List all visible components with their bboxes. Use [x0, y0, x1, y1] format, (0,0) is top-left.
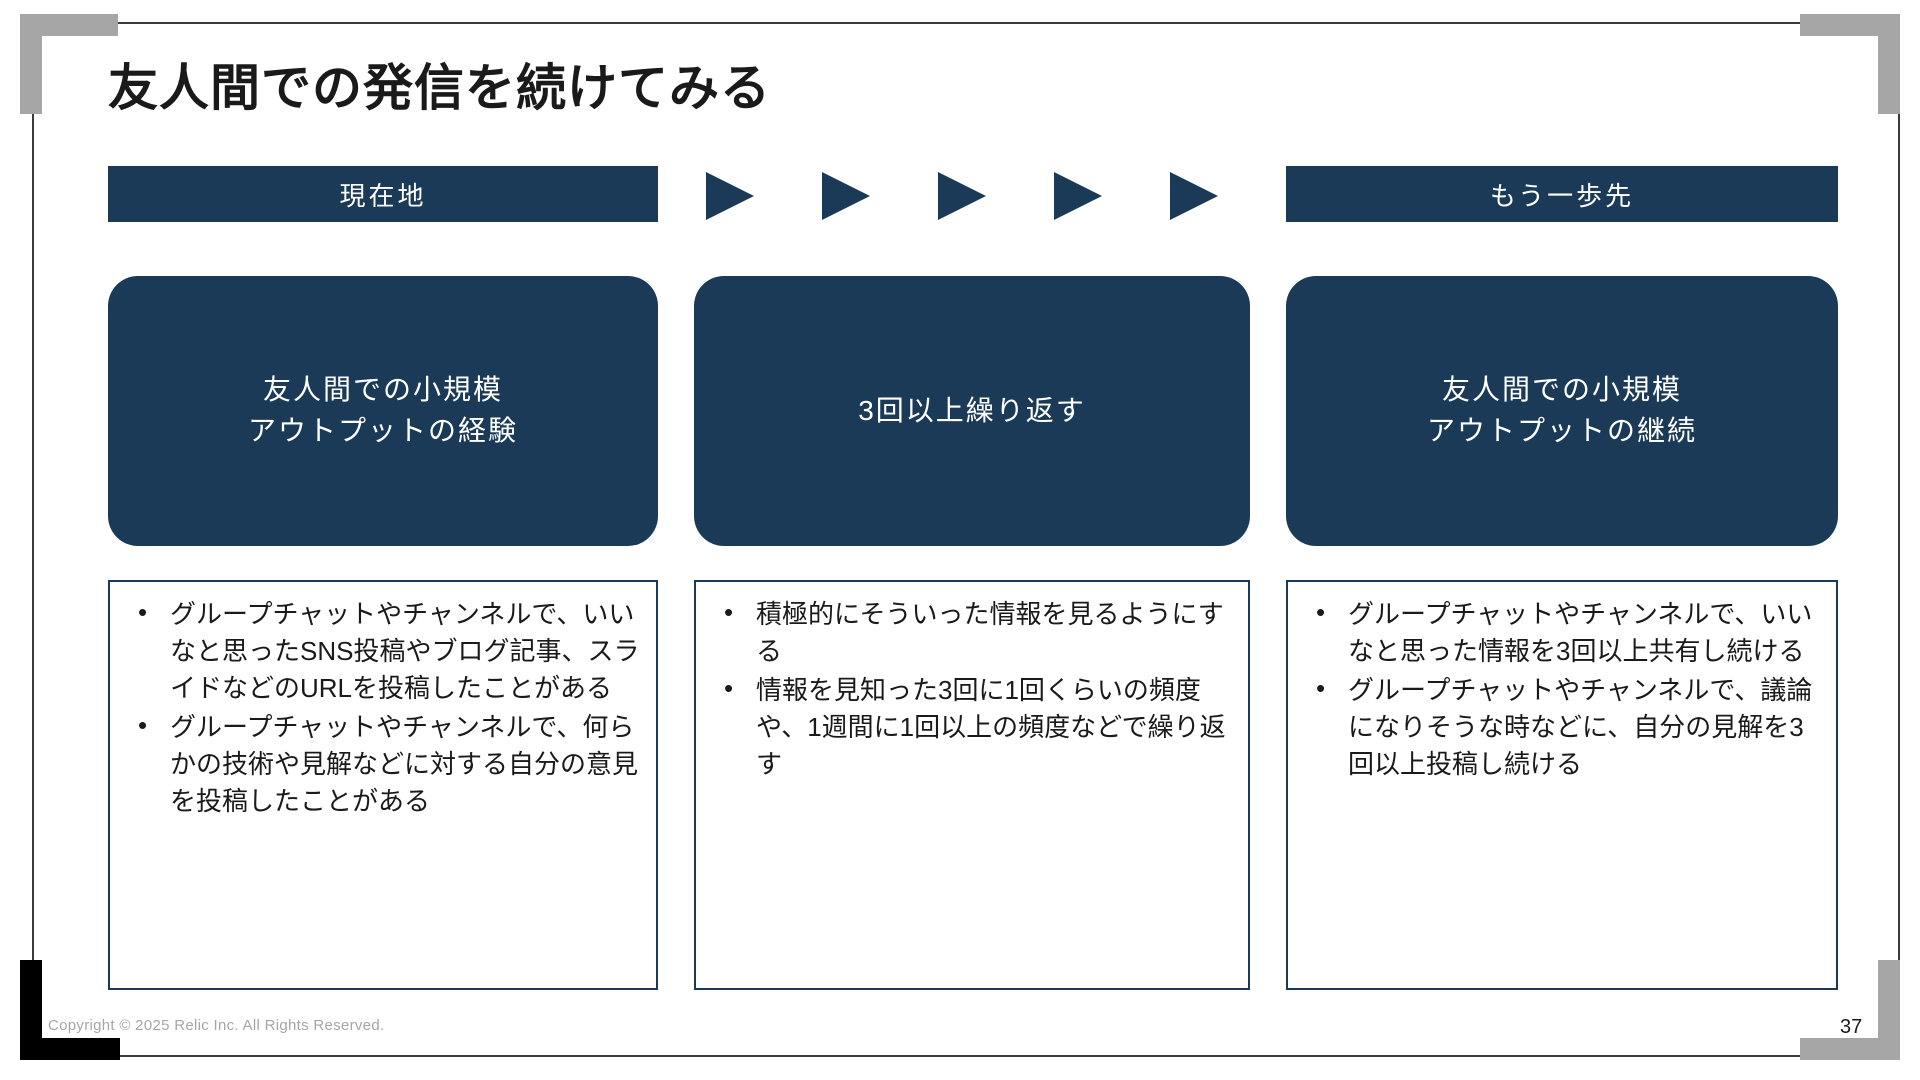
stage-header-next-label: もう一歩先 — [1489, 180, 1635, 211]
corner-arm-vertical — [20, 960, 42, 1060]
footer-copyright: Copyright © 2025 Relic Inc. All Rights R… — [48, 1017, 385, 1034]
arrow-sequence — [700, 168, 1260, 224]
page-number: 37 — [1840, 1016, 1863, 1038]
stage-box-1-text: 友人間での小規模 アウトプットの経験 — [248, 370, 518, 451]
bullet-panel-2: 積極的にそういった情報を見るようにする 情報を見知った3回に1回くらいの頻度や、… — [694, 580, 1250, 990]
corner-arm-horizontal — [20, 1038, 120, 1060]
stage-box-1: 友人間での小規模 アウトプットの経験 — [108, 276, 658, 546]
stage-box-3: 友人間での小規模 アウトプットの継続 — [1286, 276, 1838, 546]
corner-arm-vertical — [1878, 14, 1900, 114]
frame-line-bottom — [22, 1055, 1900, 1057]
page-title: 友人間での発信を続けてみる — [108, 60, 771, 116]
stage-header-next: もう一歩先 — [1286, 166, 1838, 222]
frame-line-left — [32, 22, 34, 1057]
frame-line-right — [1898, 22, 1900, 1057]
stage-box-2: 3回以上繰り返す — [694, 276, 1250, 546]
stage-box-3-line1: 友人間での小規模 — [1441, 374, 1682, 406]
stage-box-2-line1: 3回以上繰り返す — [858, 394, 1086, 426]
list-item: グループチャットやチャンネルで、議論になりそうな時などに、自分の見解を3回以上投… — [1294, 670, 1826, 783]
corner-arm-horizontal — [1800, 1038, 1900, 1060]
stage-box-3-line2: アウトプットの継続 — [1426, 415, 1697, 446]
stage-box-2-text: 3回以上繰り返す — [858, 391, 1086, 432]
stage-header-current: 現在地 — [108, 166, 658, 222]
bullet-list-2: 積極的にそういった情報を見るようにする 情報を見知った3回に1回くらいの頻度や、… — [702, 594, 1238, 783]
list-item: グループチャットやチャンネルで、いいなと思ったSNS投稿やブログ記事、スライドな… — [116, 594, 646, 707]
list-item: 情報を見知った3回に1回くらいの頻度や、1週間に1回以上の頻度などで繰り返す — [702, 670, 1238, 783]
stage-box-1-line1: 友人間での小規模 — [262, 374, 503, 406]
bullet-list-3: グループチャットやチャンネルで、いいなと思った情報を3回以上共有し続ける グルー… — [1294, 594, 1826, 783]
triangle-right-icon — [938, 172, 986, 220]
list-item: 積極的にそういった情報を見るようにする — [702, 594, 1238, 670]
bullet-panel-3: グループチャットやチャンネルで、いいなと思った情報を3回以上共有し続ける グルー… — [1286, 580, 1838, 990]
stage-header-current-label: 現在地 — [339, 180, 427, 211]
list-item: グループチャットやチャンネルで、何らかの技術や見解などに対する自分の意見を投稿し… — [116, 707, 646, 820]
corner-arm-horizontal — [1800, 14, 1900, 36]
stage-box-1-line2: アウトプットの経験 — [247, 415, 518, 446]
triangle-right-icon — [1054, 172, 1102, 220]
triangle-right-icon — [706, 172, 754, 220]
triangle-right-icon — [822, 172, 870, 220]
bullet-list-1: グループチャットやチャンネルで、いいなと思ったSNS投稿やブログ記事、スライドな… — [116, 594, 646, 820]
triangle-right-icon — [1170, 172, 1218, 220]
stage-box-3-text: 友人間での小規模 アウトプットの継続 — [1427, 370, 1697, 451]
corner-arm-vertical — [1878, 960, 1900, 1060]
frame-line-top — [100, 22, 1900, 24]
bullet-panel-1: グループチャットやチャンネルで、いいなと思ったSNS投稿やブログ記事、スライドな… — [108, 580, 658, 990]
corner-arm-vertical — [20, 14, 42, 114]
list-item: グループチャットやチャンネルで、いいなと思った情報を3回以上共有し続ける — [1294, 594, 1826, 670]
corner-arm-horizontal — [20, 14, 118, 36]
